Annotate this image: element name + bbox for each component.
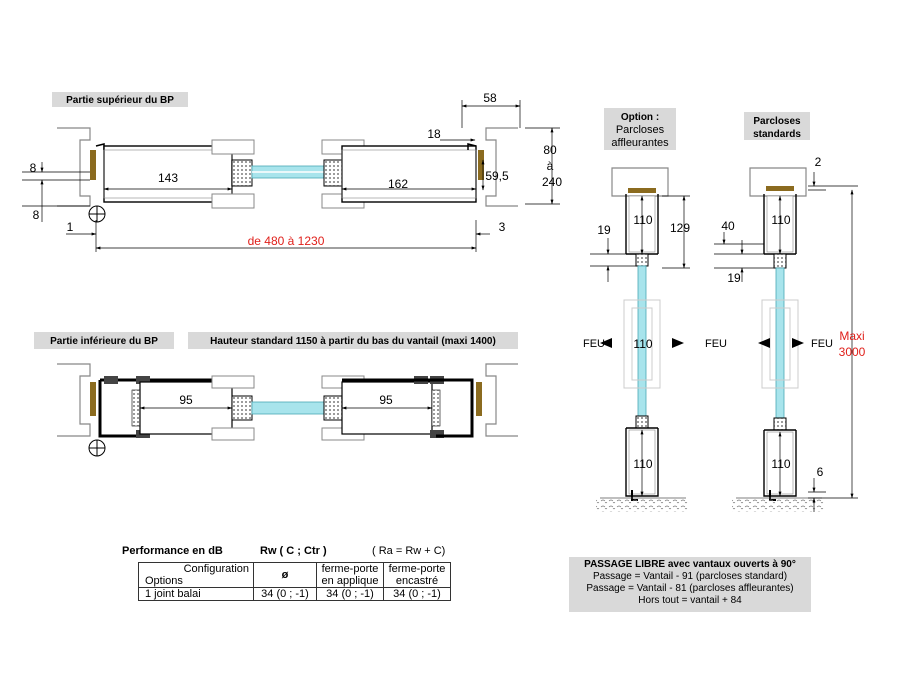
row-label: 1 joint balai — [138, 587, 254, 601]
standard-title-2: standards — [753, 129, 801, 140]
row-value-2: 34 (0 ; -1) — [316, 587, 384, 601]
performance-ra: ( Ra = Rw + C) — [372, 545, 446, 557]
header-configuration: Configuration — [183, 563, 249, 575]
dim-8-a: 8 — [30, 161, 37, 175]
bottom-section-label-bg — [34, 332, 174, 349]
bottom-section-label: Partie inférieure du BP — [50, 336, 158, 347]
floor-right — [732, 498, 824, 512]
std-dim-110-top: 110 — [771, 213, 790, 227]
dim-1: 1 — [67, 220, 74, 234]
option-title-2: Parcloses — [616, 124, 665, 136]
height-label: Hauteur standard 1150 à partir du bas du… — [210, 336, 496, 347]
std-feu-right: FEU — [811, 338, 833, 350]
opt-dim-19: 19 — [597, 223, 611, 237]
std-dim-19: 19 — [727, 271, 741, 285]
col-none: ø — [253, 562, 317, 588]
dim-3: 3 — [499, 220, 506, 234]
col-concealed-closer-2: encastré — [395, 575, 439, 587]
dim-162: 162 — [388, 177, 408, 191]
row-value-3: 34 (0 ; -1) — [383, 587, 451, 601]
option-panel: Option : Parcloses affleurantes 110 129 — [583, 108, 690, 512]
header-options: Options — [145, 575, 183, 587]
opt-feu-label: FEU — [583, 338, 605, 350]
passage-line-1: Passage = Vantail - 91 (parcloses standa… — [592, 571, 788, 582]
performance-title: Performance en dB — [122, 545, 223, 557]
passage-title: PASSAGE LIBRE avec vantaux ouverts à 90° — [584, 559, 796, 570]
std-dim-110-bottom: 110 — [771, 457, 790, 471]
bottom-section: Partie inférieure du BP Hauteur standard… — [34, 332, 518, 457]
right-frame — [485, 127, 518, 207]
dim-143: 143 — [158, 171, 178, 185]
right-leaf — [341, 145, 477, 203]
opt-dim-129: 129 — [670, 221, 690, 235]
dim-58: 58 — [483, 91, 497, 105]
left-seal — [90, 150, 96, 180]
dim-8-b: 8 — [33, 208, 40, 222]
table-row: 1 joint balai 34 (0 ; -1) 34 (0 ; -1) 34… — [138, 587, 451, 601]
floor-left — [596, 498, 688, 512]
top-section-label-bg — [52, 92, 188, 107]
row-value-1: 34 (0 ; -1) — [253, 587, 317, 601]
std-dim-6: 6 — [817, 465, 824, 479]
maxi-label-2: 3000 — [839, 345, 866, 359]
opt-dim-110-mid: 110 — [633, 337, 652, 351]
dim-a: à — [547, 159, 554, 173]
top-section-label: Partie supérieur du BP — [66, 95, 174, 106]
height-label-bg — [188, 332, 518, 349]
performance-table: Performance en dB Rw ( C ; Ctr ) ( Ra = … — [122, 545, 451, 601]
left-frame — [57, 127, 91, 207]
dim-240: 240 — [542, 175, 562, 189]
std-dim-2: 2 — [815, 155, 822, 169]
col-surface-closer-1: ferme-porte — [321, 563, 379, 575]
std-dim-40: 40 — [721, 219, 735, 233]
option-title-1: Option : — [621, 112, 659, 123]
dim-80: 80 — [543, 143, 557, 157]
dim-18: 18 — [427, 127, 441, 141]
option-title-3: affleurantes — [611, 137, 669, 149]
passage-line-3: Hors tout = vantail + 84 — [638, 595, 742, 606]
performance-rw: Rw ( C ; Ctr ) — [260, 545, 327, 557]
standard-title-1: Parcloses — [753, 116, 801, 127]
passage-line-2: Passage = Vantail - 81 (parcloses affleu… — [586, 583, 794, 594]
dim-95-left: 95 — [179, 393, 193, 407]
std-feu-left: FEU — [705, 338, 727, 350]
glass-pane-bottom — [251, 401, 325, 415]
standard-glass — [775, 267, 785, 419]
dim-95-right: 95 — [379, 393, 393, 407]
col-surface-closer-2: en applique — [321, 575, 379, 587]
opt-dim-110-top: 110 — [633, 213, 652, 227]
dim-59-5: 59,5 — [485, 169, 509, 183]
top-section: Partie supérieur du BP — [22, 91, 562, 252]
dim-span: de 480 à 1230 — [248, 234, 325, 248]
col-concealed-closer-1: ferme-porte — [388, 563, 446, 575]
maxi-label-1: Maxi — [839, 329, 864, 343]
passage-box: PASSAGE LIBRE avec vantaux ouverts à 90°… — [569, 557, 811, 612]
standard-panel: Parcloses standards — [705, 112, 866, 512]
opt-dim-110-bottom: 110 — [633, 457, 652, 471]
